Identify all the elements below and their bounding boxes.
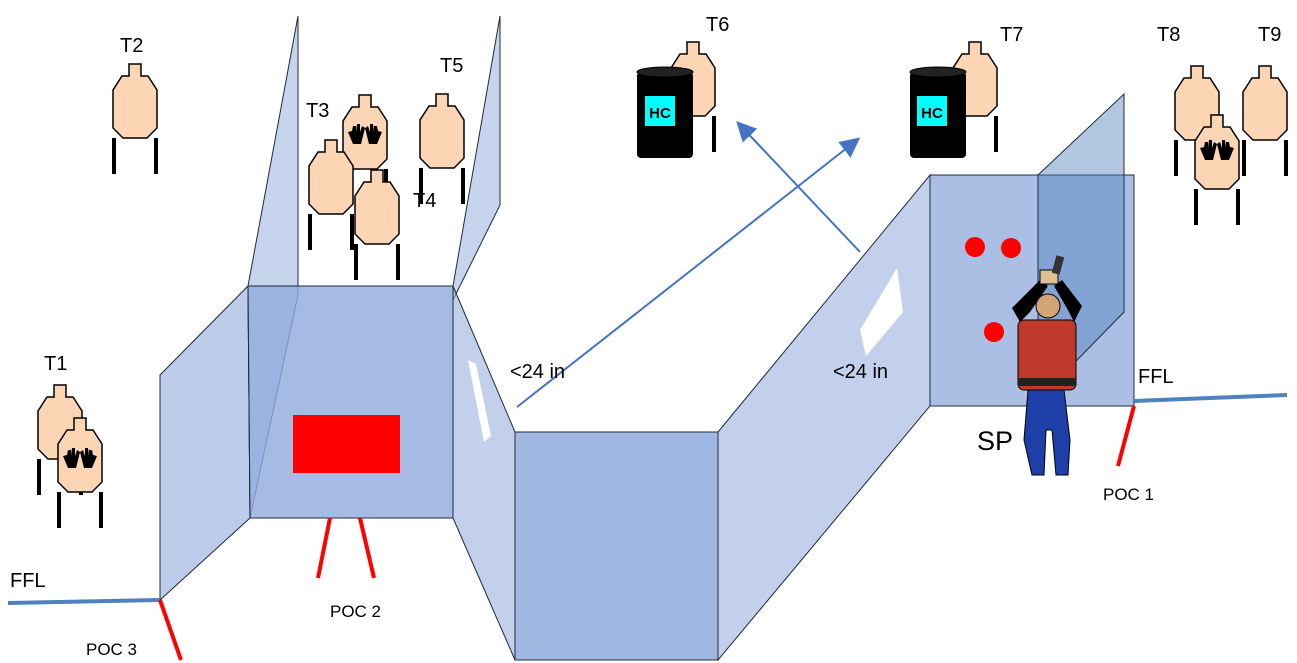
target-group-t3-t4 [307,93,401,282]
ffl-line-right [1133,393,1288,403]
right-angled-wall [717,173,931,662]
label-ffl-left: FFL [10,570,46,592]
label-start-position: SP [977,426,1013,456]
poc2-line-a [316,517,332,579]
red-dot-3 [984,322,1004,342]
center-wall-structure [514,173,931,662]
target-t3 [307,138,355,252]
target-t6-group: HC [636,40,717,158]
poc1-line [1116,405,1136,467]
port-opening-left [468,360,491,442]
label-poc2: POC 2 [330,602,381,621]
poc2-line-b [358,517,376,579]
target-t8-no-shoot [1195,115,1239,225]
center-front-wall [514,431,719,661]
label-gap-right: <24 in [833,361,888,383]
barrel-right: HC [909,66,967,158]
label-t4: T4 [413,190,436,212]
ffl-line-left [7,598,161,605]
hc-label-left: HC [649,105,671,122]
target-t5 [418,92,466,206]
left-wall-structure [159,15,516,661]
target-t2 [111,62,159,176]
arrow-to-t7 [516,137,861,408]
target-t7-group: HC [909,40,999,158]
label-t8: T8 [1157,24,1180,46]
shooter-figure [1012,255,1082,476]
label-gap-left: <24 in [510,361,565,383]
red-dot-2 [1001,238,1021,258]
hc-label-right: HC [921,105,943,122]
label-t7: T7 [1000,24,1023,46]
label-poc1: POC 1 [1103,485,1154,504]
barrel-left: HC [636,66,694,158]
target-t1-front [56,416,104,530]
label-t3: T3 [306,100,329,122]
red-marker-panel [293,415,400,473]
label-ffl-right: FFL [1138,366,1174,388]
label-t6: T6 [706,14,729,36]
poc3-line [158,599,183,661]
left-outer-wall [159,284,251,602]
left-back-wall [247,285,454,519]
label-t5: T5 [440,55,463,77]
arrow-to-t6 [736,121,861,253]
target-t4 [353,168,401,282]
target-t9 [1241,64,1289,178]
target-group-t8-t9 [1173,64,1289,225]
label-t2: T2 [120,35,143,57]
hc-label-box [917,96,947,126]
left-angled-wall [452,285,516,661]
label-poc3: POC 3 [86,640,137,659]
label-t1: T1 [44,353,67,375]
port-opening-right [860,268,903,356]
red-dot-1 [965,237,985,257]
target-group-t1 [36,383,104,530]
label-t9: T9 [1258,24,1281,46]
hc-label-box [645,96,675,126]
